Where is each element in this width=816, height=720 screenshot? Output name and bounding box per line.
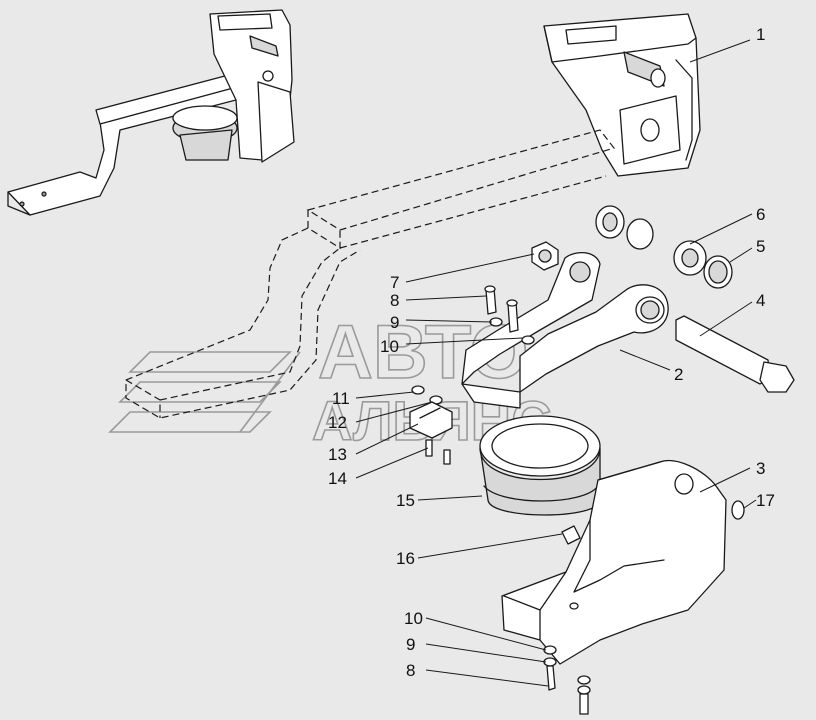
callout-6: 6 [756,205,765,224]
callout-9-lower: 9 [406,635,415,654]
part-15-air-spring [479,415,601,516]
part-7-nut [531,241,559,271]
part-2-lever [461,252,669,409]
callout-7: 7 [390,273,399,292]
callout-3: 3 [756,459,765,478]
callout-11: 11 [332,389,350,408]
part-11-nut [411,385,425,395]
part-10-washer-lower [543,645,557,655]
callout-13: 13 [328,445,347,464]
leader-lines [355,39,757,687]
callout-labels: 1 2 3 4 5 6 7 8 9 10 11 12 13 14 15 16 1… [328,25,775,680]
callout-15: 15 [396,491,415,510]
callout-17: 17 [756,491,775,510]
part-8-bolts-lower [546,665,591,715]
part-14-screws [425,439,451,465]
callout-2: 2 [674,365,683,384]
part-1-frame-bracket [543,13,701,177]
callout-12: 12 [328,413,347,432]
part-10-washer-upper [521,335,535,345]
callout-5: 5 [756,237,765,256]
part-17-ring [731,500,745,520]
dashed-frame-member [125,129,616,419]
callout-10-lower: 10 [404,609,423,628]
callout-10-upper: 10 [380,337,399,356]
part-5-ring [703,255,733,289]
watermark-logo [108,351,301,433]
part-8-bolts-upper [484,285,519,333]
part-3-lower-bracket [501,460,727,665]
callout-8-lower: 8 [406,661,415,680]
part-16-fitting [561,525,581,545]
part-4-bolt [675,315,795,393]
callout-16: 16 [396,549,415,568]
callout-1: 1 [756,25,765,44]
callout-8-upper: 8 [390,291,399,310]
callout-14: 14 [328,469,347,488]
assembled-suspension-inset [7,9,295,216]
part-6-bushings [595,205,707,276]
callout-4: 4 [756,291,765,310]
callout-9-upper: 9 [390,313,399,332]
